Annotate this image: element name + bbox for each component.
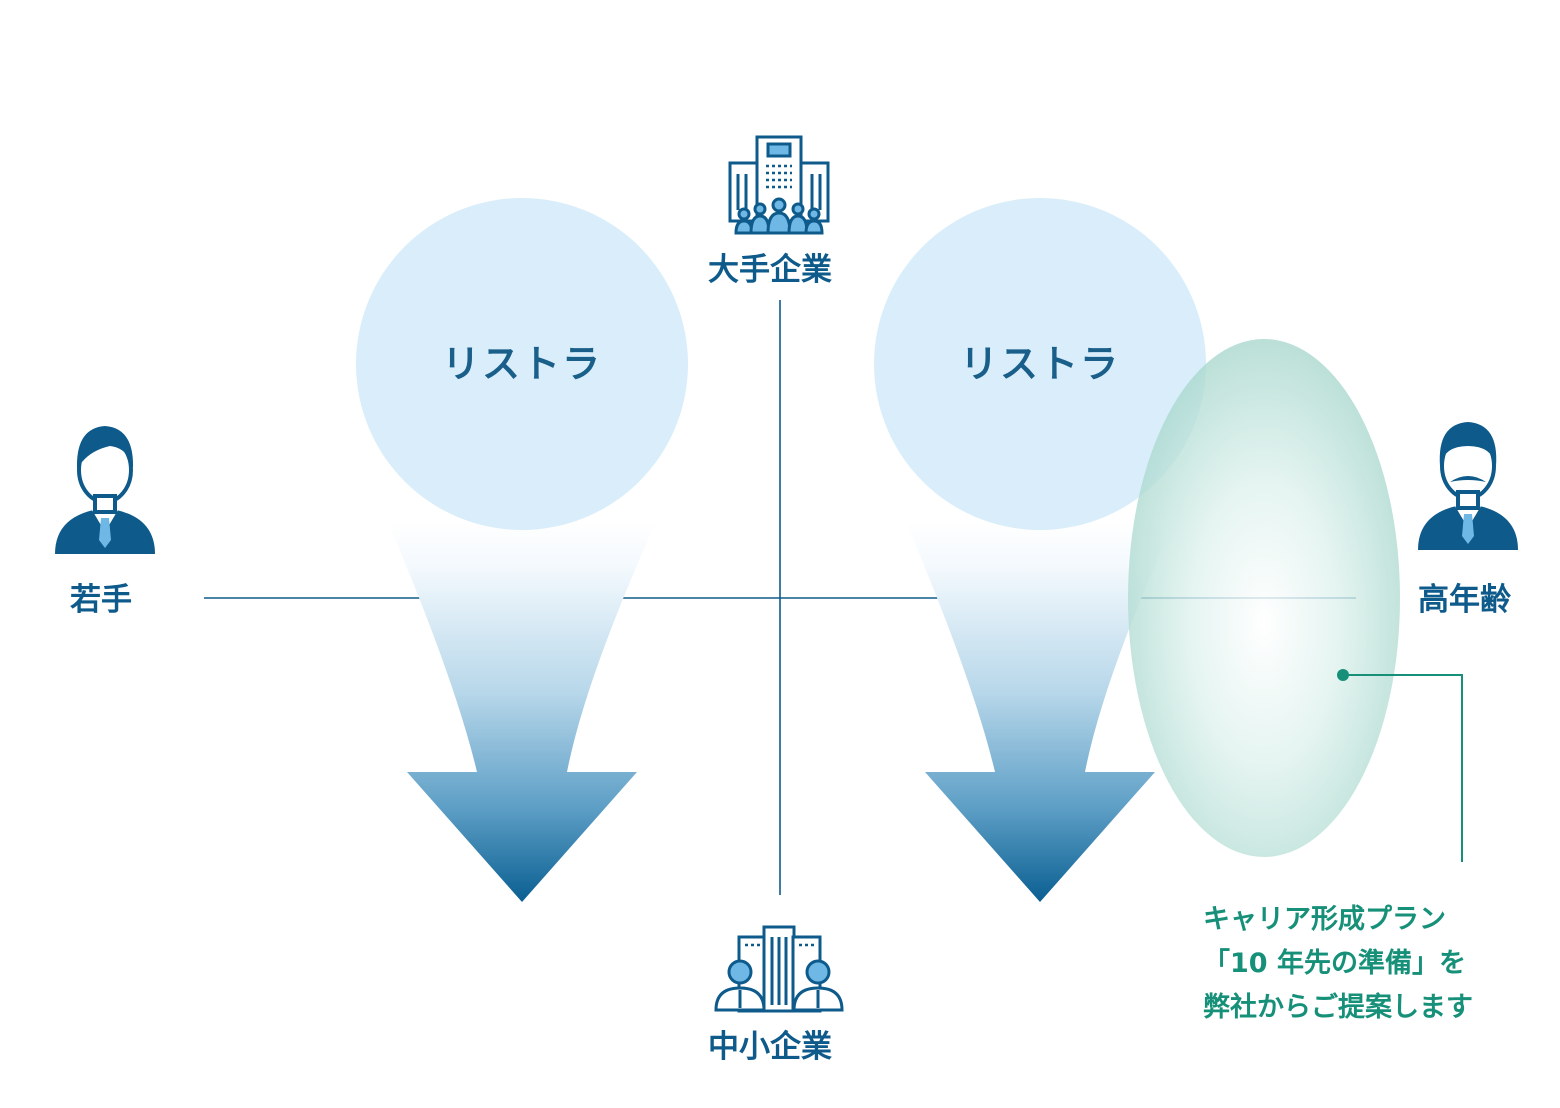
proposal-note: キャリア形成プラン 「10 年先の準備」を 弊社からご提案します xyxy=(1203,898,1473,1030)
proposal-note-line: 「10 年先の準備」を xyxy=(1203,948,1466,979)
right-down-arrow xyxy=(906,522,1174,902)
axis-label-top-large-company: 大手企業 xyxy=(708,252,832,288)
proposal-note-line: 弊社からご提案します xyxy=(1203,992,1473,1023)
senior-businessman-icon xyxy=(1418,422,1518,550)
left-down-arrow xyxy=(388,522,656,902)
large-company-building-icon xyxy=(728,135,830,235)
axis-label-bottom-small-company: 中小企業 xyxy=(708,1029,832,1065)
young-businessman-icon xyxy=(55,426,155,554)
axis-label-left-young: 若手 xyxy=(70,582,132,618)
proposal-ellipse xyxy=(1128,339,1400,857)
callout-line xyxy=(1343,674,1463,862)
proposal-note-line: キャリア形成プラン xyxy=(1203,904,1446,935)
small-company-building-icon xyxy=(714,925,844,1013)
right-bubble-label: リストラ xyxy=(959,342,1120,386)
right-restructuring-bubble xyxy=(874,198,1206,530)
axis-label-right-senior: 高年齢 xyxy=(1418,582,1511,618)
left-bubble-label: リストラ xyxy=(441,342,602,386)
left-restructuring-bubble xyxy=(356,198,688,530)
